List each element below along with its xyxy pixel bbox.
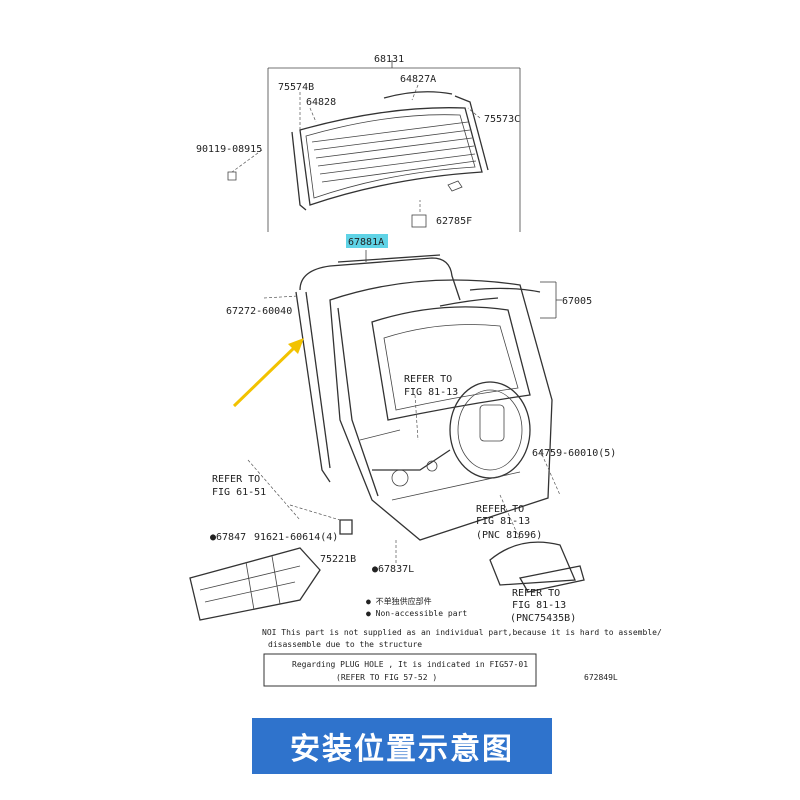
back-window-glass [227,91,489,228]
label-64828: 64828 [306,97,336,108]
label-75574b: 75574B [278,82,314,93]
legend-cn: ● 不单独供应部件 [366,596,432,606]
lower-leaders [247,250,562,565]
label-refer-81696-b: FIG 81-13 [476,516,530,527]
label-67847: ●67847 [210,532,246,543]
plug-hole-line-1: Regarding PLUG HOLE , It is indicated in… [292,660,528,669]
label-64827a: 64827A [400,74,436,85]
highlight-arrow [232,338,304,408]
label-64759-60010: 64759-60010(5) [532,448,616,459]
label-68131: 68131 [374,54,404,65]
bracket-68131 [267,60,521,232]
note-line-2: disassemble due to the structure [268,640,422,649]
label-refer-81-13-a: REFER TO [404,374,452,385]
label-refer-81696-a: REFER TO [476,504,524,515]
label-67881a: 67881A [348,237,384,248]
banner-title: 安装位置示意图 [290,732,514,767]
plug-hole-line-2: (REFER TO FIG 57-52 ) [336,673,437,682]
label-67837l: ●67837L [372,564,414,575]
label-75573c: 75573C [484,114,520,125]
label-91621-60614: 91621-60614(4) [254,532,338,543]
legend-jp: ● Non-accessible part [366,609,467,618]
lamp-assembly [489,541,585,593]
label-refer-75435b-c: (PNC75435B) [510,613,576,624]
plug-hole-box [263,653,537,687]
label-62785f: 62785F [436,216,472,227]
figure-code: 672849L [584,673,618,682]
upper-leaders [231,84,481,212]
label-refer-75435b-a: REFER TO [512,588,560,599]
back-door-panel-67005 [329,279,553,541]
label-highlight [346,234,388,248]
label-75221b: 75221B [320,554,356,565]
label-refer-81696-c: (PNC 81696) [476,530,542,541]
note-line-1: NOI This part is not supplied as an indi… [262,628,662,637]
label-90119-08915: 90119-08915 [196,144,262,155]
label-67272-60040: 67272-60040 [226,306,292,317]
label-refer-61-51-b: FIG 61-51 [212,487,266,498]
label-67005: 67005 [562,296,592,307]
label-refer-75435b-b: FIG 81-13 [512,600,566,611]
label-refer-61-51-a: REFER TO [212,474,260,485]
lower-trim [189,519,353,621]
weatherstrip-67881a [295,254,461,483]
label-refer-81-13-b: FIG 81-13 [404,387,458,398]
install-location-banner: 安装位置示意图 [252,718,552,774]
